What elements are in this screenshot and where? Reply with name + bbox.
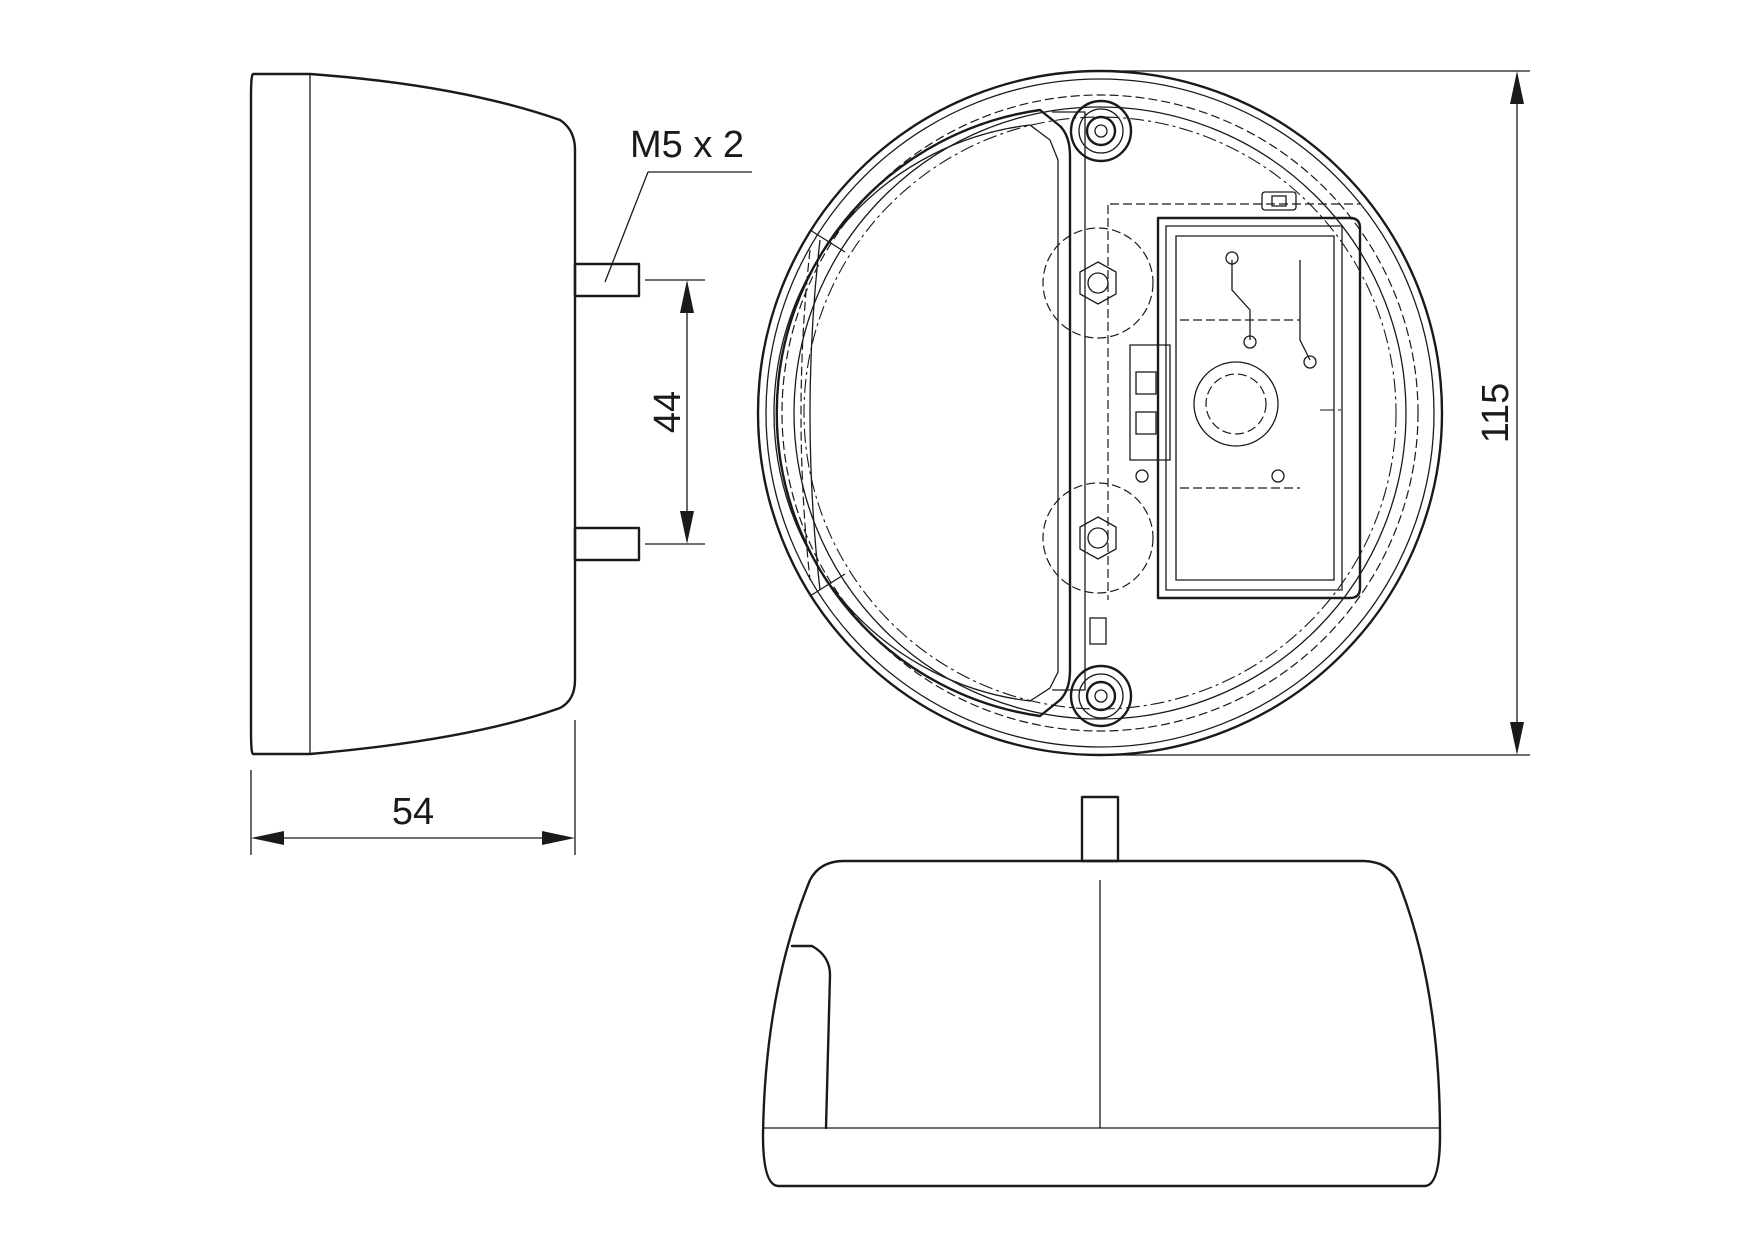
dimension-54: 54: [250, 720, 576, 855]
dimension-115: 115: [1100, 70, 1530, 756]
side-view: [249, 72, 641, 756]
thread-callout-label: M5 x 2: [630, 124, 744, 166]
dimension-44-label: 44: [647, 391, 689, 433]
dimension-44: 44: [645, 279, 705, 545]
upper-stud: [573, 262, 641, 298]
dimension-54-label: 54: [392, 791, 434, 833]
bottom-view: [761, 795, 1442, 1188]
lower-stud: [573, 526, 641, 562]
top-screw: [1069, 99, 1133, 163]
front-view: [756, 69, 1444, 757]
thread-callout: M5 x 2: [604, 124, 752, 283]
dimension-115-label: 115: [1475, 383, 1517, 444]
top-stud: [1080, 795, 1120, 863]
bottom-screw: [1069, 664, 1133, 728]
